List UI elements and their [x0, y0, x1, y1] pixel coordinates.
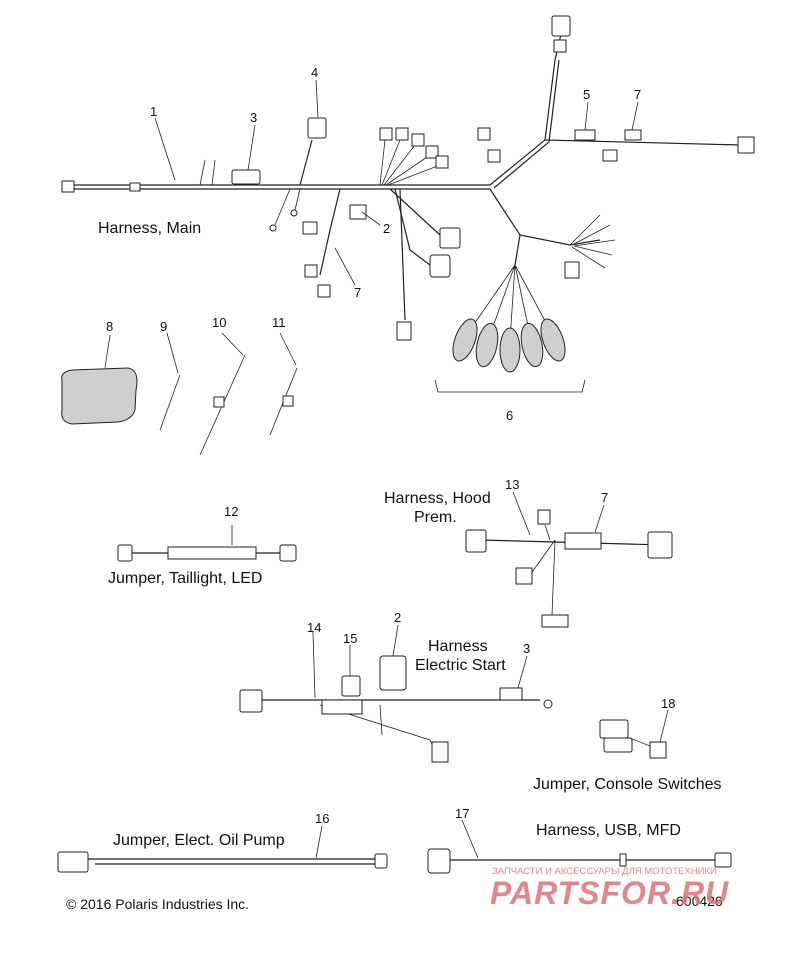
copyright-text: © 2016 Polaris Industries Inc. [66, 896, 249, 912]
callout-8: 8 [106, 319, 113, 334]
label-harness-estart-line2: Electric Start [415, 657, 506, 674]
callout-3b: 3 [523, 641, 530, 656]
callout-9: 9 [160, 319, 167, 334]
label-harness-hood-line2: Prem. [414, 509, 457, 526]
usb-harness [427, 848, 732, 874]
label-jumper-taillight: Jumper, Taillight, LED [108, 570, 262, 587]
callout-7: 7 [634, 87, 641, 102]
main-harness [61, 15, 755, 373]
watermark: ЗАПЧАСТИ И АКСЕССУАРЫ ДЛЯ МОТОТЕХНИКИ PA… [490, 866, 729, 911]
callout-7b: 7 [354, 285, 361, 300]
callout-16: 16 [315, 811, 329, 826]
callout-1: 1 [150, 104, 157, 119]
callout-15: 15 [343, 631, 357, 646]
callout-13: 13 [505, 477, 519, 492]
callout-numbers: 1 3 4 5 7 2 7 6 8 9 10 11 12 13 7 14 15 … [106, 65, 675, 826]
label-harness-main: Harness, Main [98, 220, 201, 237]
watermark-tagline: ЗАПЧАСТИ И АКСЕССУАРЫ ДЛЯ МОТОТЕХНИКИ [492, 866, 717, 877]
callout-12: 12 [224, 504, 238, 519]
label-jumper-console: Jumper, Console Switches [533, 776, 722, 793]
callout-10: 10 [212, 315, 226, 330]
hood-harness [465, 509, 673, 628]
part-labels: Harness, Main Jumper, Taillight, LED Har… [98, 220, 722, 849]
callout-6: 6 [506, 408, 513, 423]
callout-17: 17 [455, 806, 469, 821]
injector-group [452, 264, 566, 373]
electric-start-harness [239, 655, 553, 763]
callout-3: 3 [250, 110, 257, 125]
loose-parts [61, 354, 298, 456]
label-harness-estart-line1: Harness [428, 638, 488, 655]
callout-2: 2 [383, 221, 390, 236]
watermark-brand: PARTSFOR.RU [490, 875, 729, 911]
label-harness-hood-line1: Harness, Hood [384, 490, 491, 507]
callout-5: 5 [583, 87, 590, 102]
callout-11: 11 [272, 315, 286, 330]
console-jumper [599, 719, 667, 759]
oil-pump-jumper [57, 851, 388, 873]
callout-7c: 7 [601, 490, 608, 505]
callout-2b: 2 [394, 610, 401, 625]
diagram-id: 600426 [676, 893, 723, 909]
leader-lines [104, 79, 669, 859]
taillight-jumper [117, 544, 297, 562]
callout-14: 14 [307, 620, 321, 635]
callout-18: 18 [661, 696, 675, 711]
callout-4: 4 [311, 65, 318, 80]
label-harness-usb: Harness, USB, MFD [536, 822, 681, 839]
label-jumper-oil-pump: Jumper, Elect. Oil Pump [113, 832, 285, 849]
